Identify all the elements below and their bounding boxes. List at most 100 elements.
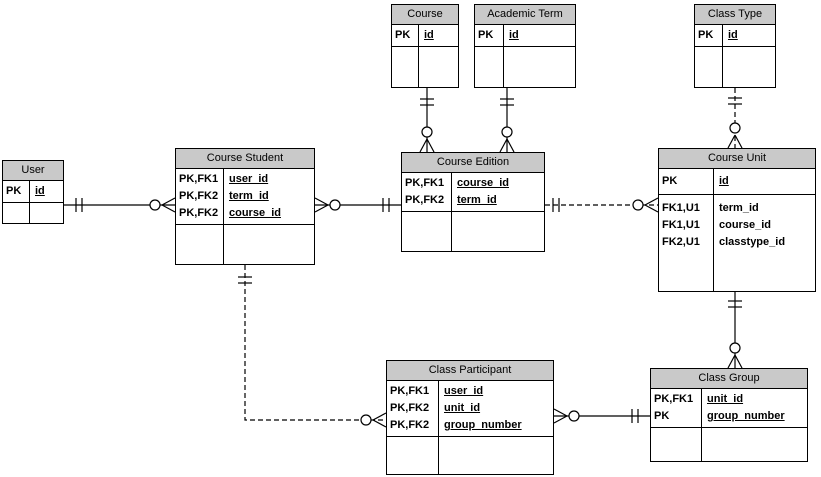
field-name: id bbox=[424, 29, 434, 41]
entity-class-group[interactable]: Class Group PK,FK1 unit_id PK group_numb… bbox=[650, 368, 808, 462]
rel-academic-term-course-edition[interactable] bbox=[499, 88, 515, 153]
attributes-section bbox=[387, 437, 553, 474]
field-name: classtype_id bbox=[719, 236, 786, 248]
attribute-row: PK,FK2 term_id bbox=[402, 192, 544, 209]
entity-class-participant[interactable]: Class Participant PK,FK1 user_id PK,FK2 … bbox=[386, 360, 554, 475]
field-name: id bbox=[35, 185, 45, 197]
field-name: course_id bbox=[229, 207, 281, 219]
attributes-section bbox=[3, 203, 63, 223]
key-tags: PK bbox=[698, 29, 714, 41]
key-tags: PK bbox=[654, 410, 670, 422]
entity-title: Academic Term bbox=[475, 5, 575, 25]
field-name: group_number bbox=[707, 410, 785, 422]
field-name: id bbox=[719, 175, 729, 187]
entity-course-student[interactable]: Course Student PK,FK1 user_id PK,FK2 ter… bbox=[175, 148, 315, 265]
entity-title: Course Student bbox=[176, 149, 314, 169]
entity-title: Class Participant bbox=[387, 361, 553, 381]
attribute-row: PK,FK2 group_number bbox=[387, 417, 553, 434]
attributes-section bbox=[651, 428, 807, 461]
key-tags: PK,FK2 bbox=[390, 419, 430, 431]
entity-body: PK id FK1,U1 term_id FK1,U1 course_id FK… bbox=[659, 169, 815, 291]
entity-body: PK id bbox=[475, 25, 575, 87]
key-tags: PK,FK2 bbox=[390, 402, 430, 414]
attribute-row: PK,FK1 unit_id bbox=[651, 391, 807, 408]
entity-body: PK,FK1 user_id PK,FK2 term_id PK,FK2 cou… bbox=[176, 169, 314, 264]
entity-body: PK,FK1 user_id PK,FK2 unit_id PK,FK2 gro… bbox=[387, 381, 553, 474]
entity-course-unit[interactable]: Course Unit PK id FK1,U1 term_id FK1,U1 … bbox=[658, 148, 816, 292]
entity-class-type[interactable]: Class Type PK id bbox=[694, 4, 776, 88]
entity-body: PK id bbox=[695, 25, 775, 87]
attribute-row: PK id bbox=[392, 27, 458, 44]
entity-body: PK,FK1 course_id PK,FK2 term_id bbox=[402, 173, 544, 251]
key-tags: PK,FK1 bbox=[390, 385, 430, 397]
key-tags: FK1,U1 bbox=[662, 202, 700, 214]
entity-title: User bbox=[3, 161, 63, 181]
field-name: course_id bbox=[719, 219, 771, 231]
attributes-section bbox=[695, 47, 775, 87]
attribute-row: PK,FK1 course_id bbox=[402, 175, 544, 192]
entity-body: PK id bbox=[392, 25, 458, 87]
attributes-section: FK1,U1 term_id FK1,U1 course_id FK2,U1 c… bbox=[659, 195, 815, 291]
attribute-row: PK,FK2 course_id bbox=[176, 205, 314, 222]
attribute-row: PK id bbox=[3, 183, 63, 200]
attribute-row: PK,FK2 term_id bbox=[176, 188, 314, 205]
entity-academic-term[interactable]: Academic Term PK id bbox=[474, 4, 576, 88]
attribute-row: PK id bbox=[659, 173, 815, 190]
attribute-row: PK,FK2 unit_id bbox=[387, 400, 553, 417]
rel-course-student-class-participant[interactable] bbox=[238, 265, 387, 428]
entity-body: PK,FK1 unit_id PK group_number bbox=[651, 389, 807, 461]
entity-title: Class Type bbox=[695, 5, 775, 25]
attribute-row: PK,FK1 user_id bbox=[176, 171, 314, 188]
rel-course-edition-course-unit[interactable] bbox=[545, 197, 659, 213]
key-tags: FK2,U1 bbox=[662, 236, 700, 248]
rel-class-group-class-participant[interactable] bbox=[553, 408, 650, 424]
field-name: id bbox=[509, 29, 519, 41]
attributes-section bbox=[475, 47, 575, 87]
entity-course-edition[interactable]: Course Edition PK,FK1 course_id PK,FK2 t… bbox=[401, 152, 545, 252]
field-name: user_id bbox=[229, 173, 269, 185]
rel-course-edition-course-student[interactable] bbox=[314, 197, 401, 213]
entity-title: Course Edition bbox=[402, 153, 544, 173]
field-name: unit_id bbox=[444, 402, 481, 414]
attributes-section bbox=[176, 225, 314, 264]
attributes-section bbox=[392, 47, 458, 87]
rel-user-course-student[interactable] bbox=[64, 197, 176, 213]
entity-body: PK id bbox=[3, 181, 63, 223]
field-name: term_id bbox=[229, 190, 269, 202]
field-name: user_id bbox=[444, 385, 484, 397]
key-tags: PK bbox=[478, 29, 494, 41]
field-name: unit_id bbox=[707, 393, 744, 405]
attributes-section bbox=[402, 212, 544, 251]
rel-course-course-edition[interactable] bbox=[419, 88, 435, 153]
entity-title: Class Group bbox=[651, 369, 807, 389]
attribute-row: PK id bbox=[695, 27, 775, 44]
key-tags: PK bbox=[6, 185, 22, 197]
field-name: term_id bbox=[457, 194, 497, 206]
key-tags: PK,FK1 bbox=[179, 173, 219, 185]
key-tags: PK,FK1 bbox=[654, 393, 694, 405]
field-name: term_id bbox=[719, 202, 759, 214]
key-tags: PK,FK1 bbox=[405, 177, 445, 189]
attribute-row: PK,FK1 user_id bbox=[387, 383, 553, 400]
field-name: course_id bbox=[457, 177, 509, 189]
entity-title: Course Unit bbox=[659, 149, 815, 169]
key-tags: FK1,U1 bbox=[662, 219, 700, 231]
attribute-row: FK1,U1 term_id bbox=[659, 200, 815, 217]
key-tags: PK bbox=[662, 175, 678, 187]
key-tags: PK bbox=[395, 29, 411, 41]
entity-title: Course bbox=[392, 5, 458, 25]
key-tags: PK,FK2 bbox=[405, 194, 445, 206]
rel-course-unit-class-group[interactable] bbox=[727, 292, 743, 369]
rel-class-type-course-unit[interactable] bbox=[727, 88, 743, 149]
entity-user[interactable]: User PK id bbox=[2, 160, 64, 224]
attribute-row: PK group_number bbox=[651, 408, 807, 425]
key-tags: PK,FK2 bbox=[179, 207, 219, 219]
field-name: group_number bbox=[444, 419, 522, 431]
attribute-row: PK id bbox=[475, 27, 575, 44]
entity-course[interactable]: Course PK id bbox=[391, 4, 459, 88]
attribute-row: FK1,U1 course_id bbox=[659, 217, 815, 234]
key-tags: PK,FK2 bbox=[179, 190, 219, 202]
field-name: id bbox=[728, 29, 738, 41]
